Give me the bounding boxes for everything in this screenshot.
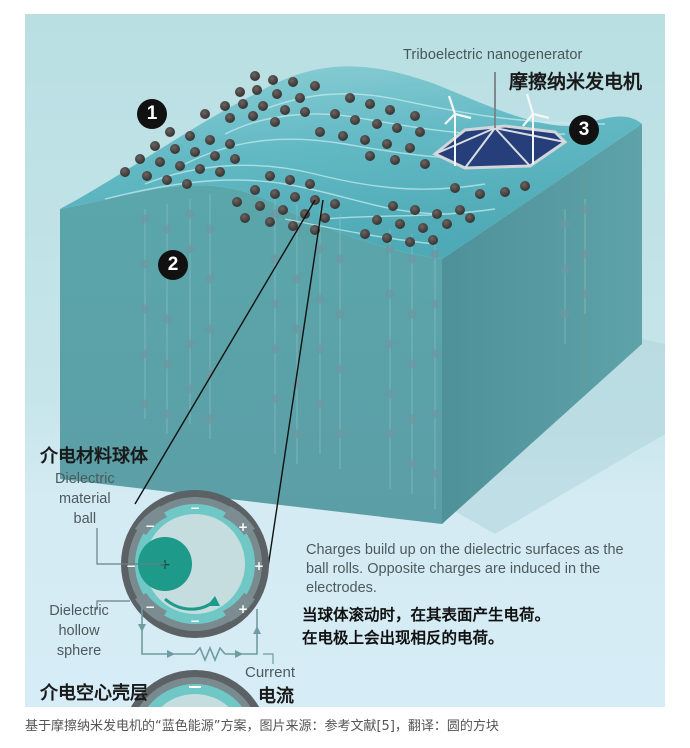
svg-text:+: +: [254, 559, 264, 573]
shell-label-en: Dielectric hollow sphere: [40, 601, 118, 661]
marker-3: 3: [569, 115, 599, 145]
description-en: Charges build up on the dielectric surfa…: [306, 542, 624, 596]
marker-1: 1: [137, 99, 167, 129]
ocean-cube-illustration: + − − − − − + + +: [60, 66, 665, 707]
marker-2: 2: [158, 250, 188, 280]
svg-text:+: +: [159, 557, 171, 573]
ball-label-en: Dielectric material ball: [55, 469, 115, 529]
shell-label-line-2: hollow: [58, 623, 100, 639]
svg-text:−: −: [145, 600, 155, 614]
svg-text:+: +: [238, 520, 248, 534]
shell-label-zh: 介电空心壳层: [40, 683, 148, 704]
shell-label-line-3: sphere: [56, 643, 102, 659]
description-zh-line-2: 在电极上会出现相反的电荷。: [302, 629, 504, 647]
current-label-en: Current: [245, 664, 296, 681]
description-zh-line-1: 当球体滚动时，在其表面产生电荷。: [302, 606, 551, 624]
triboelectric-label-en: Triboelectric nanogenerator: [403, 47, 583, 63]
sphere-cross-section: + − − − − − + + +: [96, 490, 274, 707]
svg-text:−: −: [145, 519, 155, 533]
current-label-zh: 电流: [258, 686, 294, 707]
ball-label-line-2: material: [59, 491, 111, 507]
triboelectric-label-zh: 摩擦纳米发电机: [509, 71, 643, 93]
svg-text:−: −: [126, 559, 136, 573]
ball-label-line-1: Dielectric: [55, 471, 115, 487]
description-zh: 当球体滚动时，在其表面产生电荷。 在电极上会出现相反的电荷。: [302, 604, 642, 650]
ball-label-zh: 介电材料球体: [40, 446, 148, 467]
nanogenerator-platform: [432, 72, 568, 170]
shell-label-line-1: Dielectric: [49, 603, 109, 619]
svg-text:−: −: [190, 501, 200, 515]
figure-caption: 基于摩擦纳米发电机的“蓝色能源”方案，图片来源：参考文献[5]，翻译：圆的方块: [25, 719, 499, 734]
blue-energy-diagram: + − − − − − + + +: [25, 14, 665, 707]
svg-text:−: −: [190, 614, 200, 628]
svg-text:+: +: [238, 602, 248, 616]
ball-label-line-3: ball: [73, 511, 97, 527]
surface-spheres: [120, 71, 530, 247]
